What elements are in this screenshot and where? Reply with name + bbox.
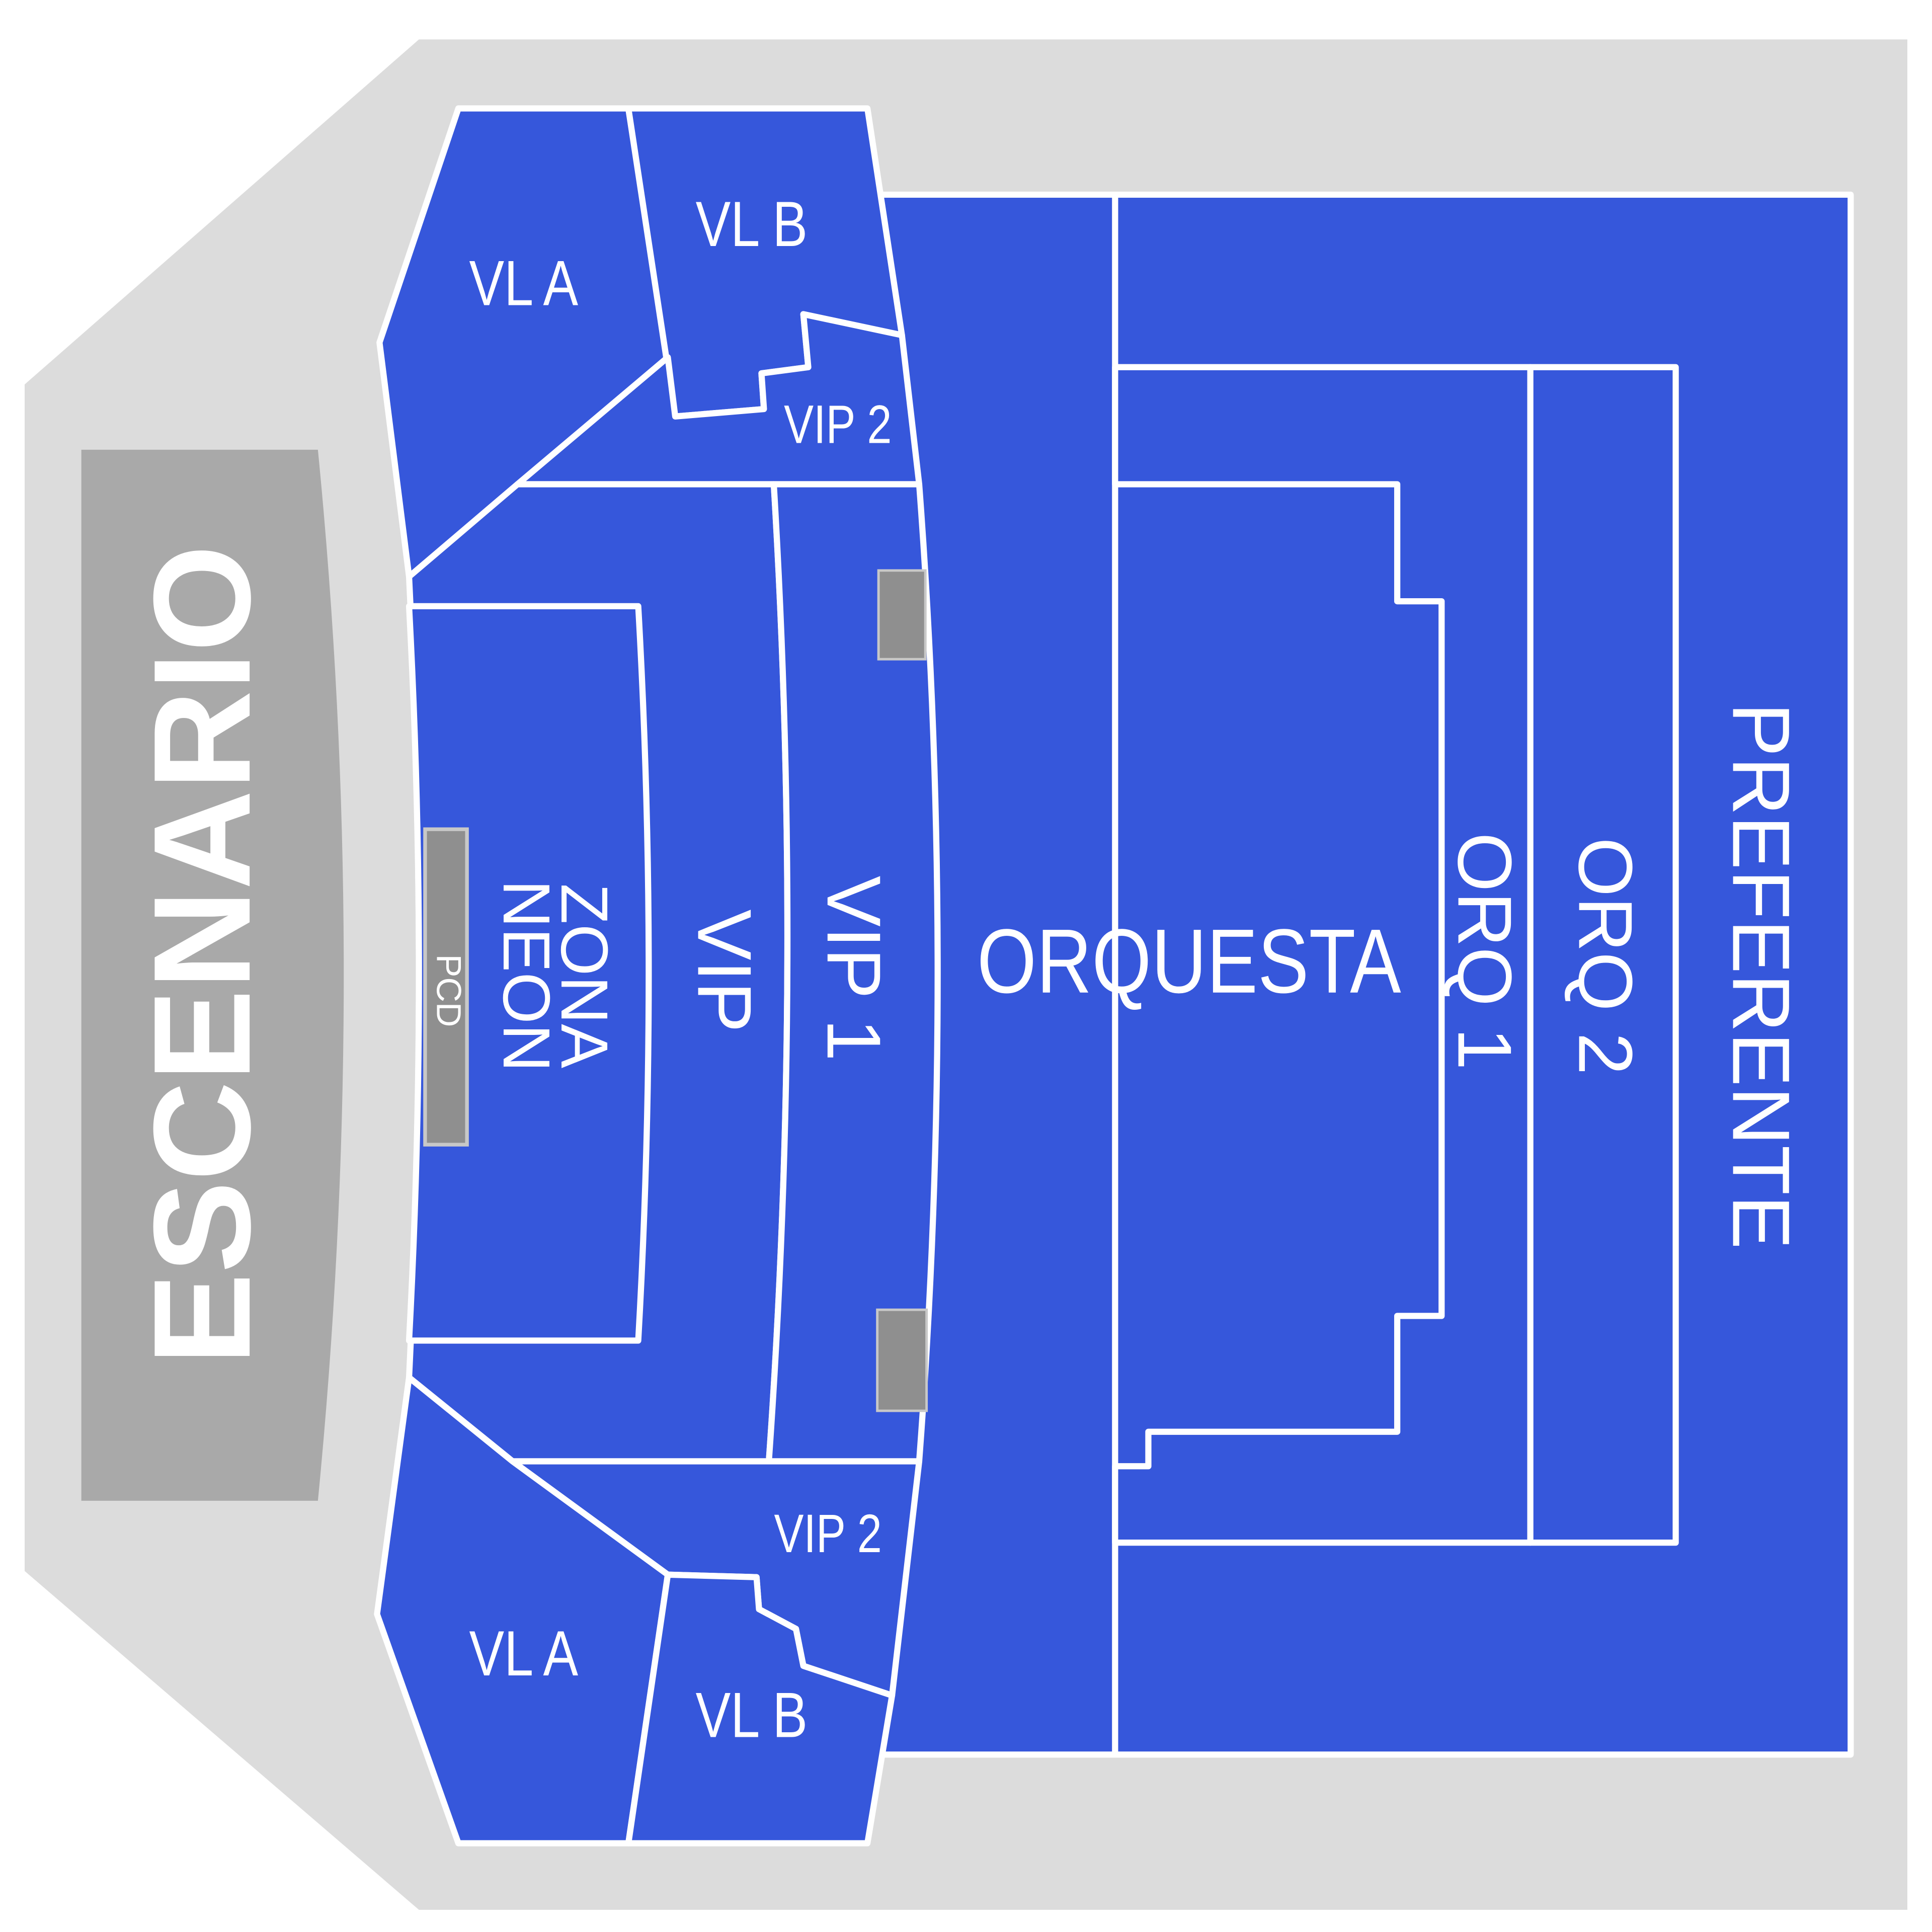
label-orq1: ORQ 1 xyxy=(1442,832,1527,1070)
section-vl-b-bottom[interactable] xyxy=(625,1571,896,1846)
section-zona-neon[interactable] xyxy=(406,603,652,1344)
label-vl-a-top: VL A xyxy=(469,248,578,319)
label-vip1: VIP 1 xyxy=(811,876,896,1062)
label-pcd: PCD xyxy=(429,954,468,1027)
label-orquesta: ORQUESTA xyxy=(977,911,1401,1012)
label-vl-b-top: VL B xyxy=(696,188,808,260)
label-vip2-bottom: VIP 2 xyxy=(774,1503,881,1563)
label-zona-neon-line1: ZONA xyxy=(547,883,621,1068)
label-vl-a-bottom: VL A xyxy=(469,1618,578,1689)
label-vip: VIP xyxy=(682,909,767,1032)
label-preferente: PREFERENTE xyxy=(1716,702,1806,1249)
pillar-marker-bottom xyxy=(876,1308,928,1412)
label-orq2: ORQ 2 xyxy=(1563,837,1648,1075)
section-orq1[interactable] xyxy=(1112,364,1534,1546)
label-vip2-top: VIP 2 xyxy=(784,394,892,454)
pillar-marker-top xyxy=(877,569,927,661)
label-zona-neon-line2: NEON xyxy=(489,880,564,1072)
label-vl-b-bottom: VL B xyxy=(696,1679,808,1751)
stage-label: ESCENARIO xyxy=(125,545,279,1365)
stage xyxy=(81,449,344,1501)
section-orq2[interactable] xyxy=(1527,364,1679,1546)
pcd-box[interactable] xyxy=(423,827,469,1147)
